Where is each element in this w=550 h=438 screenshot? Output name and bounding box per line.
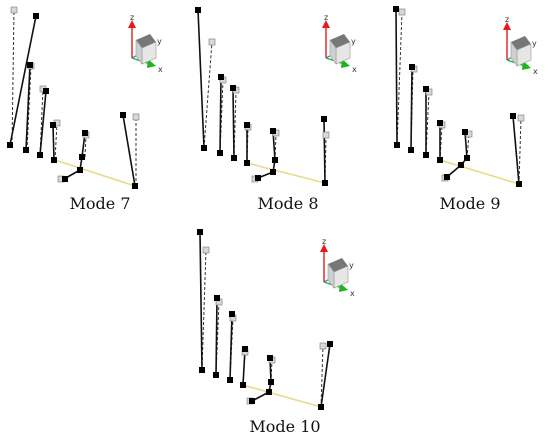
deformed-nodes (393, 6, 522, 187)
deformed-nodes (195, 7, 328, 186)
coordinate-triad: z y x (503, 15, 538, 76)
ground-beam (246, 162, 326, 184)
triad-z-label: z (324, 13, 328, 22)
triad-y-label: y (532, 39, 537, 48)
undeformed-columns (11, 9, 137, 186)
mode-9-frame-drawing: z y x (393, 6, 538, 187)
triad-x-label: x (158, 65, 163, 74)
coordinate-triad: z y x (320, 237, 355, 298)
undeformed-columns (396, 11, 522, 185)
ground-beam (54, 159, 136, 187)
undeformed-nodes (208, 38, 330, 183)
deformed-columns (9, 15, 136, 187)
deformed-nodes (7, 13, 138, 189)
deformed-columns (197, 9, 326, 184)
triad-x-label: x (533, 67, 538, 76)
undeformed-nodes (202, 246, 327, 405)
mode-8-caption: Mode 8 (257, 194, 319, 213)
undeformed-nodes (10, 6, 140, 183)
deformed-columns (395, 8, 520, 185)
triad-y-label: y (351, 37, 356, 46)
ground-beam (242, 384, 322, 408)
triad-z-label: z (322, 237, 326, 246)
undeformed-nodes (398, 8, 525, 182)
ground-beam (439, 159, 520, 185)
undeformed-columns (203, 41, 327, 184)
mode-7-frame-drawing: z y x (7, 6, 163, 189)
mode-7-caption: Mode 7 (69, 194, 131, 213)
mode-10-frame-drawing: z y x (197, 229, 355, 410)
triad-y-label: y (157, 37, 162, 46)
mode-9-caption: Mode 9 (439, 194, 501, 213)
triad-y-label: y (349, 261, 354, 270)
coordinate-triad: z y x (322, 13, 357, 74)
triad-z-label: z (505, 15, 509, 24)
triad-x-label: x (352, 65, 357, 74)
deformed-nodes (197, 229, 333, 410)
mode-8-frame-drawing: z y x (195, 7, 357, 186)
deformed-columns (199, 231, 331, 408)
mode-10-caption: Mode 10 (249, 417, 321, 436)
undeformed-columns (201, 249, 324, 408)
coordinate-triad: z y x (128, 13, 163, 74)
triad-x-label: x (350, 289, 355, 298)
triad-z-label: z (130, 13, 134, 22)
